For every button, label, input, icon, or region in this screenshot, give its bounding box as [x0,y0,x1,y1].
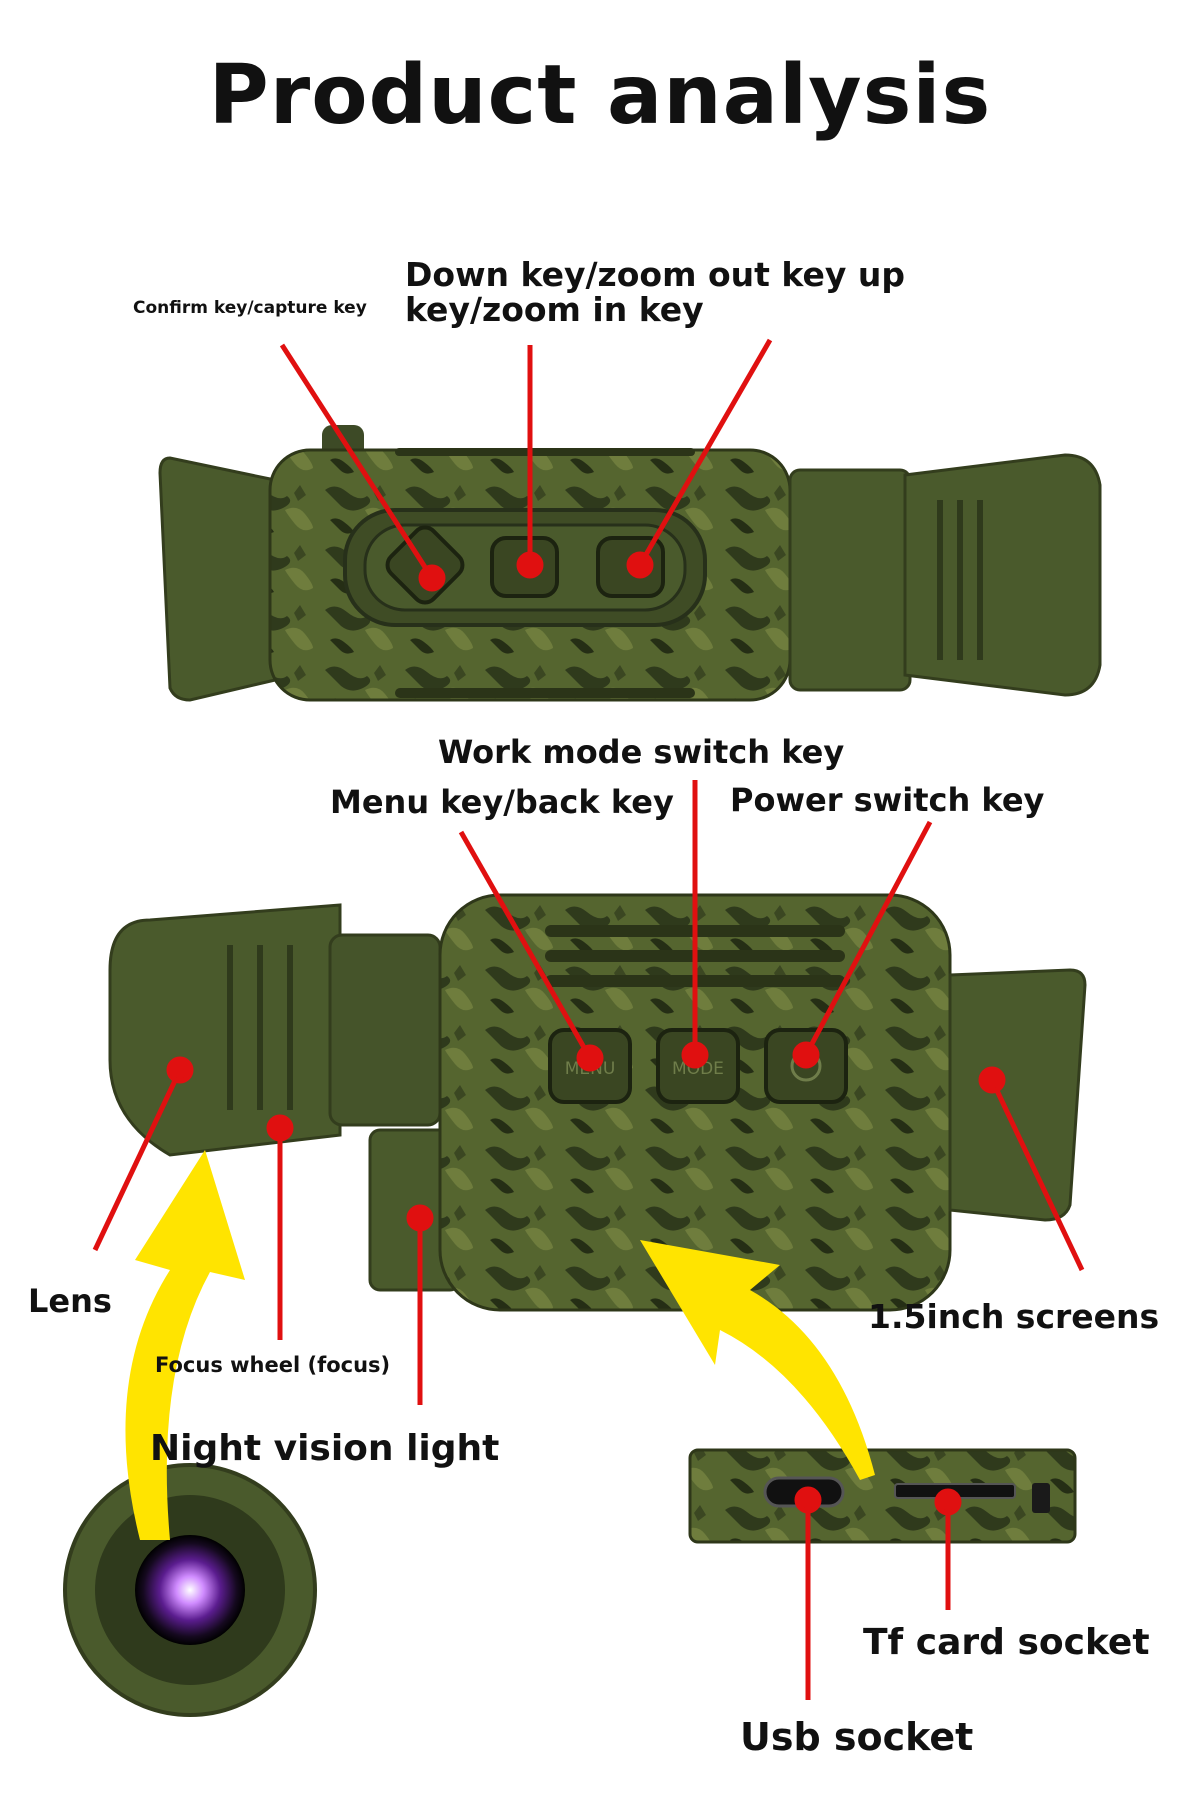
label-night-vision-light: Night vision light [150,1428,500,1469]
socket-closeup [688,1448,1077,1544]
label-power-key: Power switch key [730,781,1045,819]
label-lens: Lens [28,1282,112,1320]
yellow-arrows [125,1150,875,1540]
label-tf-card-socket: Tf card socket [863,1622,1150,1663]
page-title: Product analysis [208,48,992,143]
lens-closeup [63,1463,317,1717]
camera-lens-icon [135,1535,245,1645]
socket-pointers [794,1486,962,1700]
middle-pointers [92,780,1085,1405]
arrow-up-icon [125,1150,245,1540]
middle-device: MENU MODE [108,893,1087,1312]
label-usb-socket: Usb socket [740,1715,974,1759]
label-menu-key: Menu key/back key [330,783,674,821]
label-work-mode-key: Work mode switch key [438,733,845,771]
label-focus-wheel: Focus wheel (focus) [155,1353,391,1377]
label-confirm-key: Confirm key/capture key [133,298,367,318]
label-down-up-key-line2: key/zoom in key [405,290,704,329]
label-down-up-key-line1: Down key/zoom out key up [405,255,905,294]
label-screens: 1.5inch screens [868,1297,1160,1336]
top-pointers [279,338,773,592]
arrow-up-icon-2 [640,1240,875,1480]
